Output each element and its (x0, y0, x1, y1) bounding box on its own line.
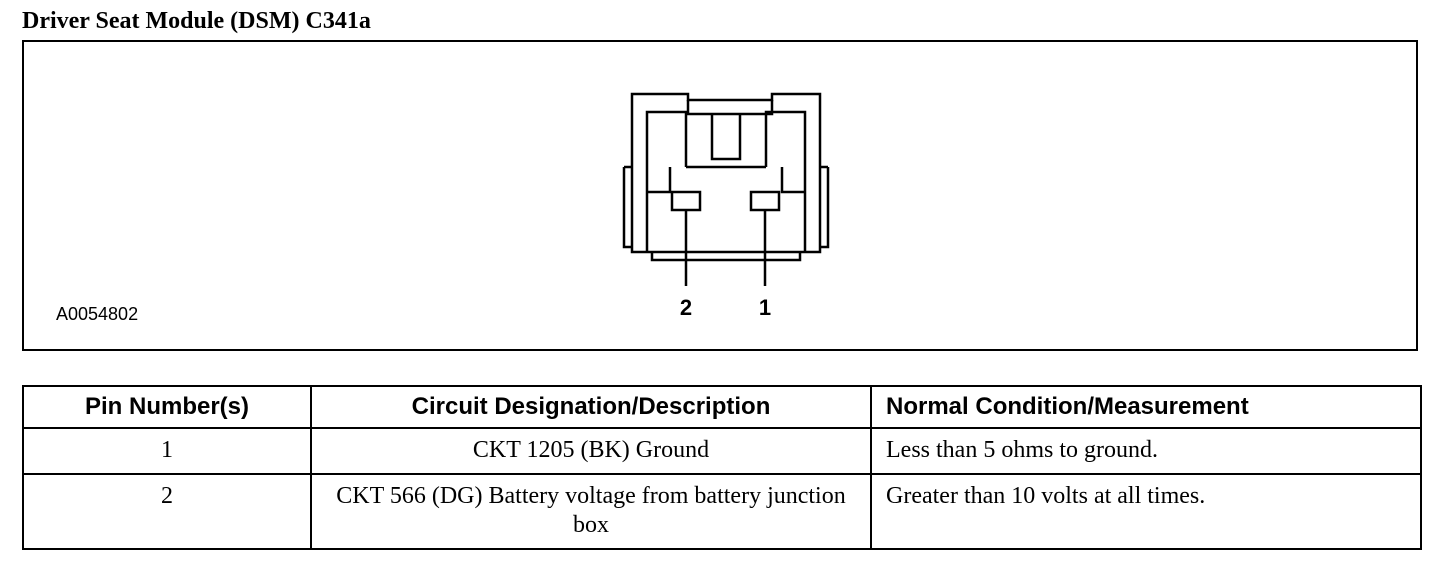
pin-cavity-1 (749, 190, 781, 212)
header-pin-numbers: Pin Number(s) (22, 385, 312, 429)
connector-face-diagram: 2 1 (622, 92, 830, 320)
pin-label-1: 1 (759, 295, 771, 320)
connector-housing-outline (630, 92, 822, 254)
cell-condition: Greater than 10 volts at all times. (870, 473, 1422, 550)
right-lock-wall (764, 110, 807, 252)
latch-top (686, 100, 774, 116)
left-lock-wall (645, 110, 688, 252)
table-row: 1 CKT 1205 (BK) Ground Less than 5 ohms … (22, 427, 1422, 475)
cell-condition: Less than 5 ohms to ground. (870, 427, 1422, 475)
cell-pin: 1 (22, 427, 312, 475)
table-header-row: Pin Number(s) Circuit Designation/Descri… (22, 385, 1422, 429)
latch-tab (710, 114, 742, 161)
cell-circuit: CKT 1205 (BK) Ground (310, 427, 872, 475)
connector-skirt (650, 252, 802, 262)
cell-pin: 2 (22, 473, 312, 550)
cell-circuit: CKT 566 (DG) Battery voltage from batter… (310, 473, 872, 550)
pin-table: Pin Number(s) Circuit Designation/Descri… (22, 385, 1422, 550)
figure-id: A0054802 (56, 304, 139, 324)
table-row: 2 CKT 566 (DG) Battery voltage from batt… (22, 473, 1422, 550)
left-rib (622, 165, 632, 249)
header-circuit-designation: Circuit Designation/Description (310, 385, 872, 429)
right-rib (820, 165, 830, 249)
page-title: Driver Seat Module (DSM) C341a (22, 8, 371, 34)
pin-cavity-2 (670, 190, 702, 212)
header-normal-condition: Normal Condition/Measurement (870, 385, 1422, 429)
connector-figure: 2 1 A0054802 (22, 40, 1418, 351)
pin-label-2: 2 (680, 295, 692, 320)
